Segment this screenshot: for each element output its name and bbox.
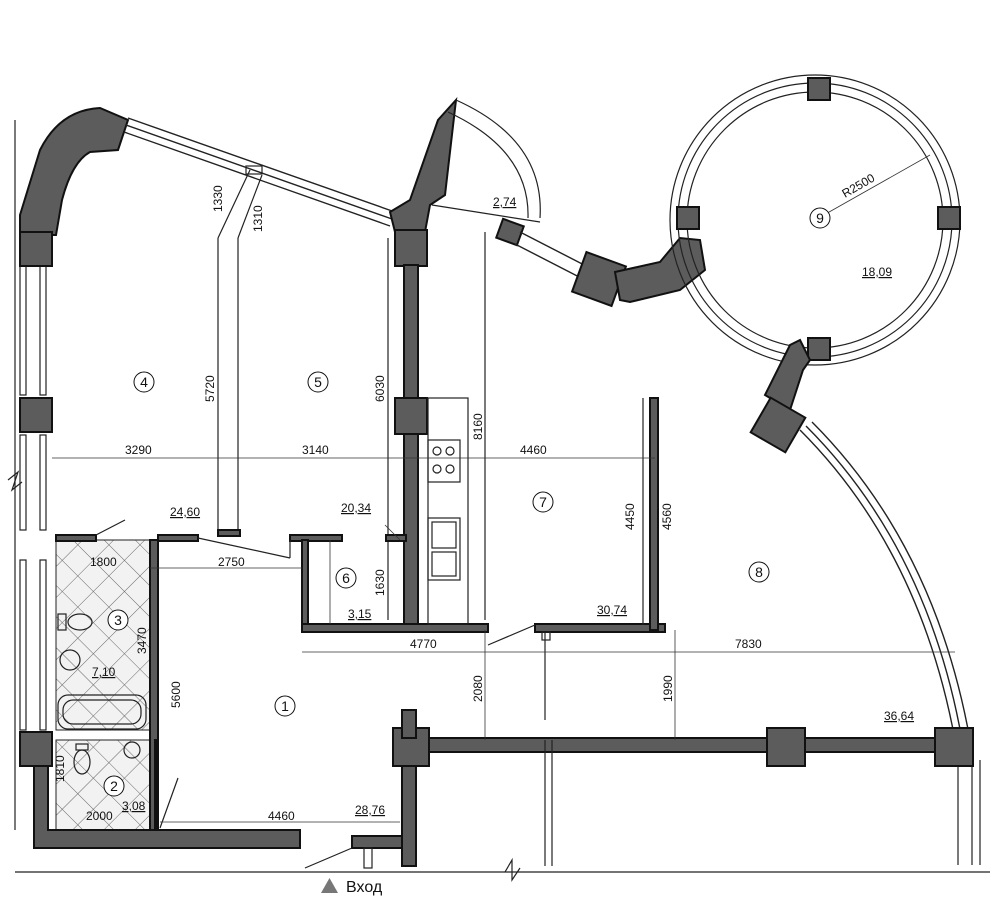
svg-text:7: 7: [539, 494, 547, 510]
svg-text:9: 9: [816, 210, 824, 226]
kitchen-fixtures: [427, 439, 461, 581]
room-area-5: 20,34: [341, 501, 371, 515]
dim-4770: 4770: [410, 637, 437, 651]
hallway-partitions: [55, 232, 666, 866]
partition-4-5: [217, 169, 389, 620]
entrance-triangle-icon: [321, 878, 338, 893]
dim-1800: 1800: [90, 555, 117, 569]
room-area-3: 7,10: [92, 665, 116, 679]
break-mark-left: [7, 470, 23, 492]
dim-1990: 1990: [661, 675, 675, 702]
dim-2750: 2750: [218, 555, 245, 569]
room-area-4: 24,60: [170, 505, 200, 519]
dim-3470: 3470: [135, 627, 149, 654]
room-number-3: 3: [107, 609, 129, 631]
curved-window-wall: [749, 396, 981, 865]
dim-4460-bottom: 4460: [268, 809, 295, 823]
left-wall: [19, 106, 301, 849]
dim-1310: 1310: [251, 205, 265, 232]
radius-label: R2500: [840, 171, 878, 201]
bathroom-fixtures: [57, 613, 147, 775]
dim-1630: 1630: [373, 569, 387, 596]
top-left-window-wall: [123, 97, 458, 267]
round-room-9: [669, 74, 961, 412]
svg-text:1: 1: [281, 698, 289, 714]
dim-3290: 3290: [125, 443, 152, 457]
room-area-6: 3,15: [348, 607, 372, 621]
entrance-label: Вход: [346, 879, 383, 896]
svg-text:2: 2: [110, 778, 118, 794]
dim-3140: 3140: [302, 443, 329, 457]
svg-text:8: 8: [755, 564, 763, 580]
dim-4450: 4450: [623, 503, 637, 530]
room-number-4: 4: [133, 371, 155, 393]
dim-8160: 8160: [471, 413, 485, 440]
room-number-8: 8: [748, 561, 770, 583]
room-number-9: 9: [809, 207, 831, 229]
dim-1330: 1330: [211, 185, 225, 212]
room-number-5: 5: [307, 371, 329, 393]
svg-text:3: 3: [114, 612, 122, 628]
dim-6030: 6030: [373, 375, 387, 402]
dim-1810: 1810: [53, 755, 67, 782]
balcony-area: 2,74: [493, 195, 517, 209]
room-area-7: 30,74: [597, 603, 627, 617]
room-area-8: 36,64: [884, 709, 914, 723]
break-mark-bottom: [504, 857, 521, 882]
dimension-lines: [52, 457, 955, 823]
bathroom-3-tiles: [55, 539, 153, 731]
room-area-9: 18,09: [862, 265, 892, 279]
dim-4460-top: 4460: [520, 443, 547, 457]
svg-text:4: 4: [140, 374, 148, 390]
balcony: [431, 99, 628, 308]
dim-2000: 2000: [86, 809, 113, 823]
room-number-1: 1: [274, 695, 296, 717]
room-area-2: 3,08: [122, 799, 146, 813]
dim-5720: 5720: [203, 375, 217, 402]
room-number-2: 2: [103, 775, 125, 797]
room-number-6: 6: [335, 567, 357, 589]
dim-7830: 7830: [735, 637, 762, 651]
entrance-door: [159, 777, 403, 869]
dim-4560: 4560: [660, 503, 674, 530]
bottom-right-wall: [392, 709, 974, 867]
dim-2080: 2080: [471, 675, 485, 702]
dim-5600: 5600: [169, 681, 183, 708]
svg-text:6: 6: [342, 570, 350, 586]
svg-text:5: 5: [314, 374, 322, 390]
room-area-1: 28,76: [355, 803, 385, 817]
round-room-connector: [613, 236, 707, 304]
room-number-7: 7: [532, 491, 554, 513]
interior-wall-5-7: [394, 264, 428, 625]
